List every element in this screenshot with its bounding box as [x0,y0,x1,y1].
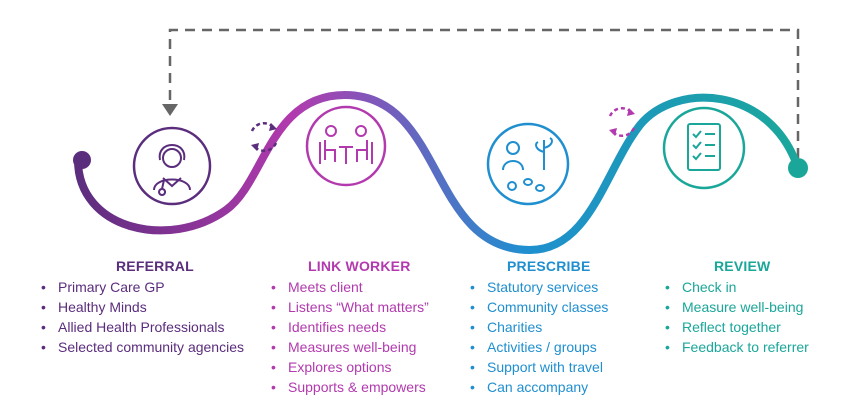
list-item: Measure well-being [662,297,850,317]
list-item: Feedback to referrer [662,337,850,357]
referral-column: REFERRAL Primary Care GP Healthy Minds A… [38,258,244,357]
meeting-table-icon [305,105,387,187]
list-item: Can accompany [467,377,608,397]
review-title: REVIEW [714,258,771,274]
referral-list: Primary Care GP Healthy Minds Allied Hea… [38,277,244,357]
list-item: Statutory services [467,277,608,297]
pathway-line [74,90,802,255]
checklist-icon [662,106,746,190]
link-worker-column: LINK WORKER Meets client Listens “What m… [268,258,429,397]
list-item: Meets client [268,277,429,297]
list-item: Explores options [268,357,429,377]
doctor-icon [132,126,212,206]
return-arrow [162,28,800,158]
list-item: Activities / groups [467,337,608,357]
review-list: Check in Measure well-being Reflect toge… [662,277,850,357]
pathway-start-dot [73,151,91,169]
list-item: Support with travel [467,357,608,377]
list-item: Measures well-being [268,337,429,357]
prescribe-list: Statutory services Community classes Cha… [467,277,608,397]
review-column: REVIEW Check in Measure well-being Refle… [662,258,850,357]
link-worker-title: LINK WORKER [308,258,411,274]
list-item: Reflect together [662,317,850,337]
list-item: Primary Care GP [38,277,244,297]
cycle-arrows-icon [250,121,278,153]
prescribe-column: PRESCRIBE Statutory services Community c… [467,258,608,397]
referral-title: REFERRAL [116,258,194,274]
list-item: Identifies needs [268,317,429,337]
list-item: Listens “What matters” [268,297,429,317]
activities-icon [486,122,570,206]
list-item: Community classes [467,297,608,317]
list-item: Healthy Minds [38,297,244,317]
pathway-end-dot [788,158,808,178]
list-item: Allied Health Professionals [38,317,244,337]
list-item: Supports & empowers [268,377,429,397]
list-item: Selected community agencies [38,337,244,357]
list-item: Check in [662,277,850,297]
prescribe-title: PRESCRIBE [507,258,591,274]
list-item: Charities [467,317,608,337]
link-worker-list: Meets client Listens “What matters” Iden… [268,277,429,397]
cycle-arrows-icon [608,106,636,138]
